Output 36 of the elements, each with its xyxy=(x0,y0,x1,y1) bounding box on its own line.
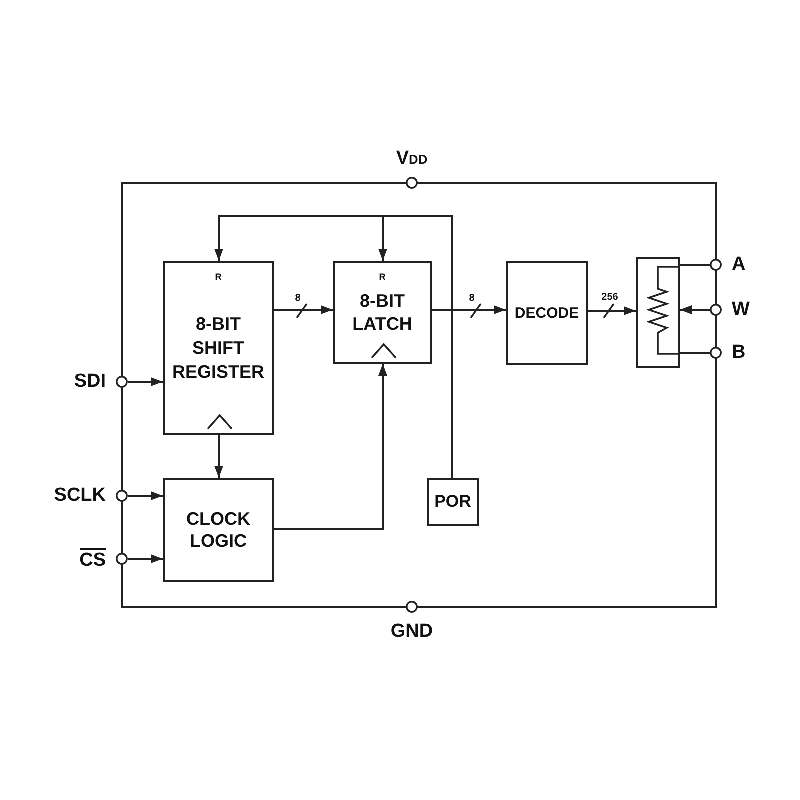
pin-label: GND xyxy=(390,621,434,643)
arrow xyxy=(128,554,163,564)
wire xyxy=(680,264,710,266)
arrow xyxy=(680,306,710,314)
potentiometer-block xyxy=(636,257,680,368)
pin-label: SDI xyxy=(74,371,106,393)
bus-width-label: 8 xyxy=(469,294,475,304)
arrow xyxy=(128,492,163,500)
arrow xyxy=(274,364,388,530)
pin-label: SCLK xyxy=(54,485,106,507)
block-label: 8-BIT LATCH xyxy=(352,290,414,336)
function-block xyxy=(163,478,274,582)
function-block xyxy=(506,261,588,365)
block-label: CLOCK LOGIC xyxy=(186,508,252,552)
pin-label: CS xyxy=(80,548,106,570)
arrow xyxy=(378,215,453,478)
pin-label: B xyxy=(732,342,746,364)
wire xyxy=(680,352,710,354)
block-label: DECODE xyxy=(514,304,580,322)
chip-outline xyxy=(121,182,717,608)
reset-input-label: R xyxy=(379,272,386,282)
arrow xyxy=(128,378,163,386)
block-label: 8-BIT SHIFT REGISTER xyxy=(171,313,266,384)
function-block xyxy=(163,261,274,435)
arrow xyxy=(274,306,333,314)
arrow xyxy=(214,435,224,478)
bus-width-label: 8 xyxy=(295,294,301,304)
reset-input-label: R xyxy=(215,272,222,282)
pin-label: A xyxy=(732,254,746,276)
bus-width-label: 256 xyxy=(602,293,618,303)
arrow xyxy=(588,306,636,316)
function-block xyxy=(333,261,432,364)
arrow xyxy=(432,306,506,314)
function-block xyxy=(427,478,479,526)
block-label: POR xyxy=(434,492,472,512)
pin-label: W xyxy=(732,299,750,321)
